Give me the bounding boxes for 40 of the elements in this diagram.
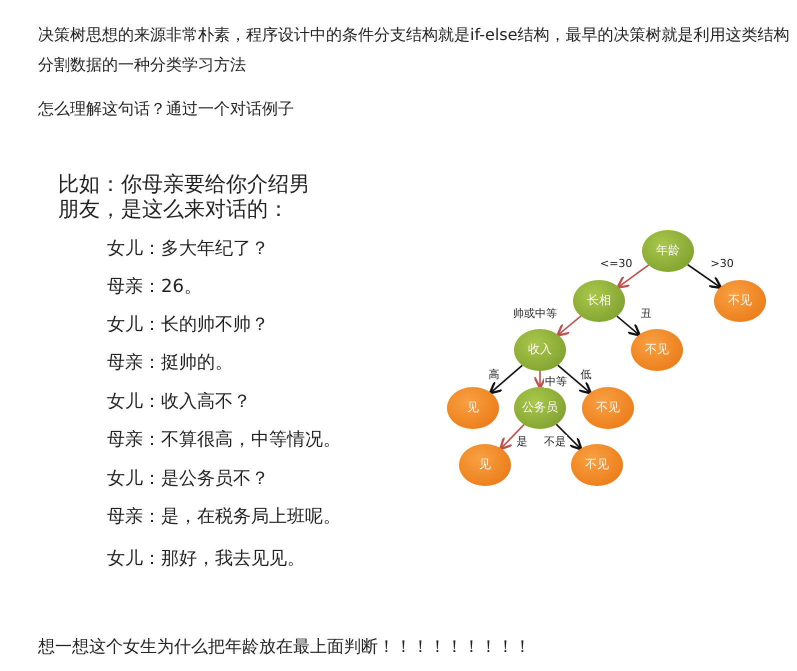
arrow [616, 316, 641, 337]
leaf-node: 不见 [582, 387, 634, 429]
dialogue-line: 女儿：长的帅不帅？ [107, 314, 270, 336]
arrow [499, 424, 525, 450]
decision-node: 年龄 [642, 230, 694, 272]
intro-text: 比如：你母亲要给你介绍男朋友，是这么来对话的： [58, 172, 311, 222]
leaf-node: 见 [459, 444, 511, 486]
arrow [616, 264, 650, 289]
decision-node: 长相 [573, 280, 625, 322]
edge-label: 中等 [544, 374, 568, 388]
decision-node: 收入 [514, 329, 566, 371]
dialogue-line: 母亲：不算很高，中等情况。 [107, 429, 342, 451]
dialogue-line: 女儿：多大年纪了？ [107, 238, 270, 260]
edge-label: <=30 [599, 256, 634, 270]
edge-label: 高 [488, 368, 500, 381]
arrow [556, 315, 582, 337]
leaf-node: 不见 [631, 329, 683, 371]
paragraph: 决策树思想的来源非常朴素，程序设计中的条件分支结构就是if-else结构，最早的决策树就是利用这类结构分割数据的一种分类学习方法 [38, 24, 790, 76]
dialogue-line: 女儿：是公务员不？ [107, 468, 270, 490]
leaf-node: 见 [447, 387, 499, 429]
edge-label: 是 [516, 434, 528, 448]
edge-label: >30 [710, 256, 735, 270]
decision-node: 公务员 [514, 387, 566, 429]
edge-label: 丑 [640, 306, 652, 320]
dialogue-line: 女儿：那好，我去见见。 [107, 548, 306, 570]
edge-label: 不是 [543, 434, 567, 448]
dialogue-line: 女儿：收入高不？ [107, 391, 252, 413]
dialogue-line: 母亲：26。 [107, 276, 203, 298]
arrow [488, 364, 523, 394]
dialogue-line: 母亲：是，在税务局上班呢。 [107, 506, 342, 528]
leaf-node: 不见 [714, 280, 766, 322]
leaf-node: 不见 [571, 444, 623, 486]
edge-label: 低 [580, 368, 592, 381]
arrow [556, 424, 583, 451]
paragraph: 怎么理解这句话？通过一个对话例子 [38, 99, 295, 118]
arrow [557, 364, 592, 395]
arrow [687, 264, 722, 290]
question-text: 想一想这个女生为什么把年龄放在最上面判断！！！！！！！！！ [38, 637, 532, 658]
dialogue-line: 母亲：挺帅的。 [107, 352, 234, 374]
edge-label: 帅或中等 [512, 306, 558, 320]
